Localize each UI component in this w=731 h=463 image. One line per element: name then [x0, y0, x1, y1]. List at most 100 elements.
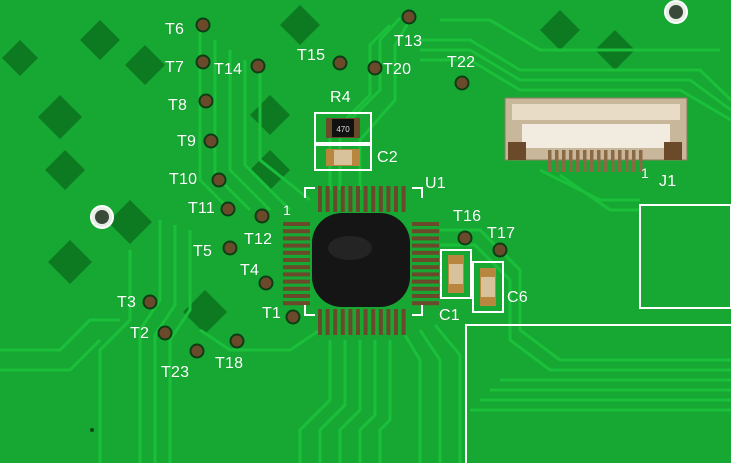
u1-pad-left [283, 258, 310, 262]
j1-pin [632, 150, 636, 172]
testpoint-t17 [494, 244, 506, 256]
testpoint-t5 [224, 242, 236, 254]
u1-pad-bottom [340, 309, 345, 335]
label-c6: C6 [507, 289, 528, 306]
label-t23: T23 [161, 364, 190, 381]
r4-body [332, 119, 354, 137]
u1-pad-top [356, 186, 360, 212]
label-t1: T1 [262, 305, 282, 322]
u1-pad-top [401, 186, 406, 212]
j1-pin [562, 150, 566, 172]
u1-pad-left [283, 294, 310, 298]
u1-pad-bottom [325, 309, 330, 335]
u1-pad-right [412, 243, 439, 248]
j1-pin [583, 150, 587, 172]
j1-pin [590, 150, 594, 172]
label-t16: T16 [453, 208, 482, 225]
u1-pad-right [412, 236, 439, 241]
testpoint-t8 [200, 95, 212, 107]
u1-pad-bottom [363, 309, 368, 335]
u1-pad-left [283, 243, 310, 248]
label-j1-pin1: 1 [641, 165, 649, 181]
j1-pin [576, 150, 580, 172]
testpoint-t22 [456, 77, 468, 89]
label-t7: T7 [165, 59, 185, 76]
silkscreen-outlines [314, 112, 731, 463]
region-outline-bottom [465, 324, 731, 463]
testpoint-t23 [191, 345, 203, 357]
label-t2: T2 [130, 325, 150, 342]
label-c2: C2 [377, 149, 398, 166]
u1-pad-right [412, 250, 439, 255]
u1-pad-right [412, 265, 439, 270]
j1-connector [504, 97, 688, 172]
mounting-hole-top-right-inner [669, 5, 683, 19]
j1-pin [611, 150, 615, 172]
testpoint-t16 [459, 232, 471, 244]
mounting-holes [90, 0, 688, 229]
connector-outline-right [639, 204, 731, 309]
testpoint-t14 [252, 60, 264, 72]
label-t13: T13 [394, 33, 423, 50]
label-t22: T22 [447, 54, 476, 71]
u1-pad-bottom [318, 309, 322, 335]
label-t5: T5 [193, 243, 213, 260]
label-t4: T4 [240, 262, 260, 279]
u1-pad-left [283, 222, 310, 226]
u1-pad-bottom [394, 309, 398, 335]
u1-pad-right [412, 229, 439, 234]
u1-pad-left [283, 265, 310, 270]
u1-pad-bottom [378, 309, 383, 335]
u1-pad-left [283, 236, 310, 241]
u1-pad-bottom [333, 309, 338, 335]
u1-pad-top [348, 186, 353, 212]
testpoint-t15 [334, 57, 346, 69]
j1-pin [618, 150, 622, 172]
label-t6: T6 [165, 21, 185, 38]
label-t8: T8 [168, 97, 188, 114]
u1-pad-left [283, 279, 310, 284]
testpoint-t10 [213, 174, 225, 186]
u1-pad-top [318, 186, 322, 212]
label-t3: T3 [117, 294, 137, 311]
u1-pads [283, 186, 439, 335]
u1-pad-top [340, 186, 345, 212]
label-j1: J1 [659, 173, 677, 190]
j1-pin [548, 150, 552, 172]
u1-pad-left [283, 229, 310, 234]
testpoint-t12 [256, 210, 268, 222]
testpoint-t20 [369, 62, 381, 74]
c1-outline [440, 249, 472, 299]
u1-pad-right [412, 258, 439, 262]
u1-pad-bottom [401, 309, 406, 335]
testpoint-t18 [231, 335, 243, 347]
label-t11: T11 [188, 200, 215, 217]
j1-pin [625, 150, 629, 172]
u1-pad-right [412, 286, 439, 291]
label-t18: T18 [215, 355, 244, 372]
u1-pad-right [412, 294, 439, 298]
u1-chip-highlight [328, 236, 372, 260]
j1-pin [597, 150, 601, 172]
u1-pad-right [412, 222, 439, 226]
label-t10: T10 [169, 171, 198, 188]
label-t20: T20 [383, 61, 412, 78]
u1-pad-top [386, 186, 391, 212]
u1-pad-right [412, 301, 439, 306]
u1-pad-right [412, 272, 439, 277]
label-r4: R4 [330, 89, 351, 106]
u1-pad-bottom [348, 309, 353, 335]
u1-pad-left [283, 250, 310, 255]
board-speck [90, 428, 94, 432]
u1-pad-left [283, 272, 310, 277]
testpoint-t3 [144, 296, 156, 308]
test-points [142, 9, 508, 359]
c2-center [334, 150, 352, 165]
mounting-hole-left-inner [95, 210, 109, 224]
testpoint-t11 [222, 203, 234, 215]
u1-pad-top [394, 186, 398, 212]
u1-pad-right [412, 279, 439, 284]
c6-center [481, 277, 495, 297]
